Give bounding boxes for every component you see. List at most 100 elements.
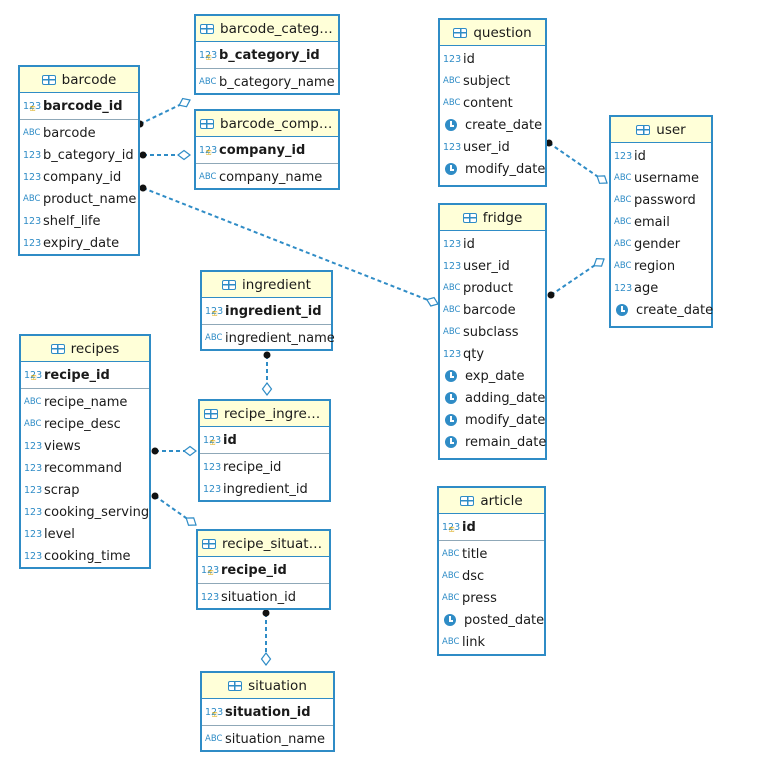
column-name: dsc	[462, 568, 485, 584]
table-column[interactable]: modify_date	[440, 409, 545, 431]
entity-header[interactable]: recipe_situation	[198, 531, 329, 557]
entity-barcode-company[interactable]: barcode_compan...123company_idABCcompany…	[194, 109, 340, 190]
table-column[interactable]: create_date	[440, 114, 545, 136]
entity-header[interactable]: barcode	[20, 67, 138, 93]
entity-header[interactable]: barcode_compan...	[196, 111, 338, 137]
key-separator	[198, 583, 329, 584]
entity-header[interactable]: question	[440, 20, 545, 46]
relationship-barcode-to-barcode-categories	[136, 97, 191, 128]
column-name: recipe_id	[223, 459, 282, 475]
entity-title: recipes	[70, 340, 120, 357]
clock-icon	[445, 370, 457, 382]
entity-recipe-ingredient[interactable]: recipe_ingredient123id 123recipe_id123ing…	[198, 399, 331, 502]
entity-header[interactable]: recipes	[21, 336, 149, 362]
relationship-line	[550, 258, 605, 296]
relationship-diamond	[185, 517, 197, 526]
entity-ingredient[interactable]: ingredient123ingredient_idABCingredient_…	[200, 270, 335, 351]
entity-situation[interactable]: situation123situation_idABCsituation_nam…	[200, 671, 335, 752]
entity-recipes[interactable]: recipes 123recipe_idABCrecipe_nameABCreci…	[19, 334, 151, 569]
entity-header[interactable]: article	[439, 488, 544, 514]
entity-recipe-situation[interactable]: recipe_situation123recipe_id 123situation…	[196, 529, 331, 610]
table-column[interactable]: create_date	[611, 299, 713, 321]
relationship-question-to-user	[545, 139, 608, 184]
column-name: create_date	[465, 117, 543, 133]
key-icon: 123	[199, 145, 217, 158]
entity-header[interactable]: situation	[202, 673, 333, 699]
entity-header[interactable]: barcode_categories	[196, 16, 338, 42]
text-type-icon: ABC	[205, 333, 223, 343]
table-column[interactable]: modify_date	[440, 158, 545, 180]
number-type-icon: 123	[24, 484, 43, 496]
key-separator	[196, 68, 338, 69]
table-column[interactable]: adding_date	[440, 387, 545, 409]
entity-header[interactable]: user	[611, 117, 711, 143]
entity-barcode-categories[interactable]: barcode_categories123b_category_idABCb_c…	[194, 14, 340, 95]
entity-header[interactable]: recipe_ingredient	[200, 401, 329, 427]
table-column[interactable]: remain_date	[440, 431, 546, 453]
table-column[interactable]: exp_date	[440, 365, 545, 387]
entity-header[interactable]: ingredient	[202, 272, 331, 298]
primary-key-column[interactable]: 123barcode_id	[20, 95, 138, 117]
key-separator	[202, 725, 333, 726]
entity-header[interactable]: fridge	[440, 205, 545, 231]
entity-barcode[interactable]: barcode123barcode_idABCbarcode123b_categ…	[18, 65, 140, 256]
entity-article[interactable]: article123idABCtitleABCdscABCpressposted…	[437, 486, 546, 656]
table-column[interactable]: posted_date	[439, 609, 544, 631]
